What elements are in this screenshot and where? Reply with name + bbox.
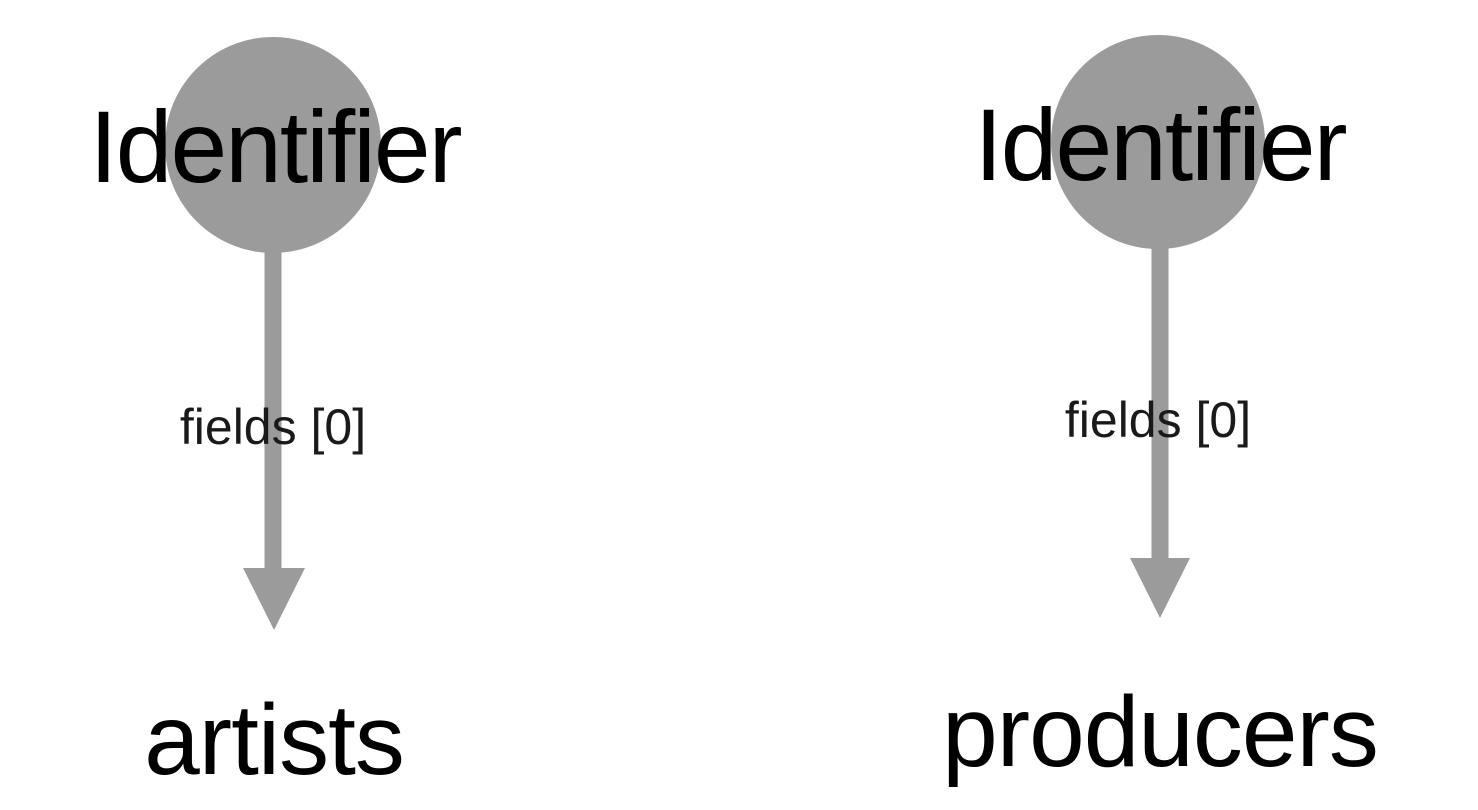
node-circle [1051, 35, 1265, 249]
node-circle [165, 37, 381, 253]
target-node-label: artists [144, 684, 405, 796]
source-node-label: Identifier [974, 88, 1347, 202]
edge-label: fields [0] [1064, 392, 1252, 448]
target-node-label: producers [942, 676, 1379, 788]
source-node-label: Identifier [89, 90, 462, 204]
edge-arrowhead [1130, 558, 1190, 618]
edge-label: fields [0] [179, 399, 367, 455]
edge-arrowhead [243, 568, 305, 630]
